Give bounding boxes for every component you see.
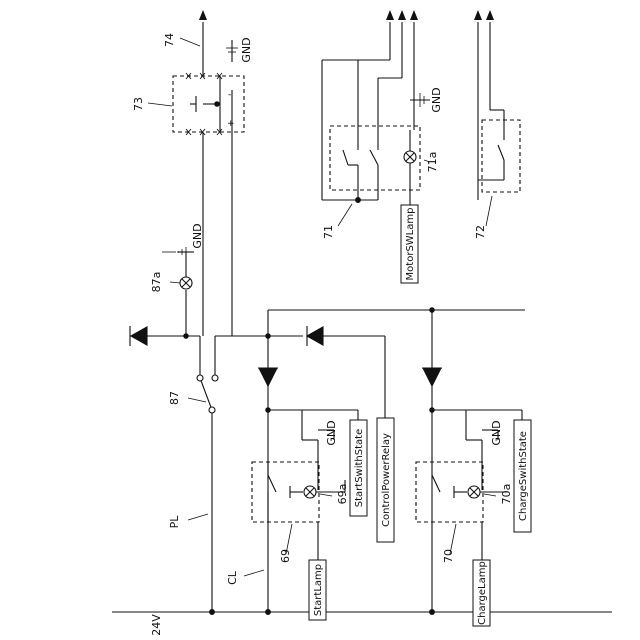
label-87: 87 <box>168 391 181 405</box>
label-charge-lamp: ChargeLamp <box>477 561 488 625</box>
label-70: 70 <box>442 549 455 563</box>
label-73: 73 <box>132 97 145 111</box>
label-charge-swith-state: ChargeSwithState <box>518 431 529 521</box>
label-74: 74 <box>163 33 176 47</box>
label-cl: CL <box>226 570 239 585</box>
module-70-box <box>416 462 483 522</box>
label-69a: 69a <box>336 484 349 505</box>
label-24v: 24V <box>150 614 163 636</box>
label-69: 69 <box>279 549 292 563</box>
svg-text:-: - <box>228 90 231 100</box>
module-71-box <box>330 126 420 190</box>
label-start-swith-state: StartSwithState <box>354 429 365 507</box>
label-71a: 71a <box>426 152 439 173</box>
label-control-power-relay: ControlPowerRelay <box>381 433 392 527</box>
label-72: 72 <box>474 225 487 239</box>
module-69-box <box>252 462 319 522</box>
module-72-box <box>482 120 520 192</box>
label-gnd-70: GND <box>490 420 503 445</box>
label-87a: 87a <box>150 272 163 293</box>
label-gnd-69: GND <box>325 420 338 445</box>
switch-87-blade <box>200 378 212 410</box>
label-motor-sw-lamp: MotorSWLamp <box>405 208 416 281</box>
label-start-lamp: StartLamp <box>313 564 324 616</box>
label-pl: PL <box>168 515 181 529</box>
label-71: 71 <box>322 225 335 239</box>
svg-text:+: + <box>227 119 235 129</box>
label-70a: 70a <box>500 484 513 505</box>
label-gnd-71: GND <box>430 87 443 112</box>
label-gnd-87a: GND <box>191 223 204 248</box>
label-gnd-top: GND <box>240 37 253 62</box>
